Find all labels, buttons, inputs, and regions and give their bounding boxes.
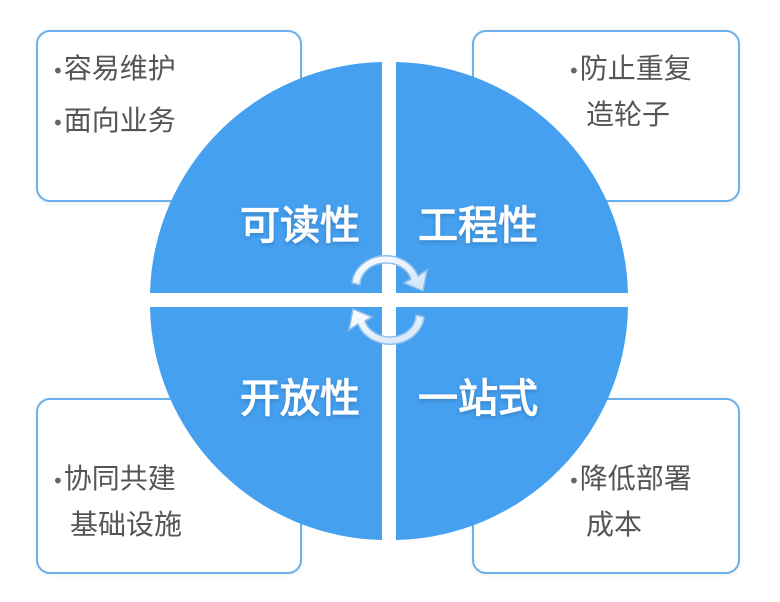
card-bottom-right-text-2: 成本: [586, 508, 643, 541]
quadrant-top-right: [396, 62, 628, 293]
card-bottom-left-text-1: 协同共建: [63, 462, 176, 495]
card-top-right-text-2: 造轮子: [586, 98, 671, 131]
quadrant-label-top-left: 可读性: [240, 203, 360, 249]
card-bottom-right-item-1: •降低部署: [568, 456, 692, 504]
cycle-arrows-icon: [347, 255, 429, 345]
quadrant-top-left: [150, 62, 382, 293]
card-top-left-item-2: •面向业务: [52, 98, 176, 146]
bullet-icon: •: [568, 469, 580, 493]
card-bottom-left-text-2: 基础设施: [70, 508, 183, 541]
card-top-left-text-1: 容易维护: [63, 52, 176, 85]
quadrant-label-bottom-left: 开放性: [240, 376, 360, 422]
card-top-right-text-1: 防止重复: [579, 52, 692, 85]
quadrant-bottom-right: [396, 307, 628, 540]
bullet-icon: •: [52, 59, 64, 83]
bullet-icon: •: [568, 59, 580, 83]
quadrant-label-bottom-right: 一站式: [418, 376, 538, 422]
bullet-icon: •: [52, 111, 64, 135]
card-top-left-text-2: 面向业务: [63, 104, 176, 137]
quadrant-bottom-left: [150, 307, 382, 540]
card-top-left-item-1: •容易维护: [52, 46, 176, 94]
bullet-icon: •: [52, 469, 64, 493]
quadrant-label-top-right: 工程性: [418, 203, 538, 249]
card-top-right-item-1: •防止重复: [568, 46, 692, 94]
card-bottom-right-text-1: 降低部署: [579, 462, 692, 495]
card-bottom-left-item-1: •协同共建: [52, 456, 176, 504]
